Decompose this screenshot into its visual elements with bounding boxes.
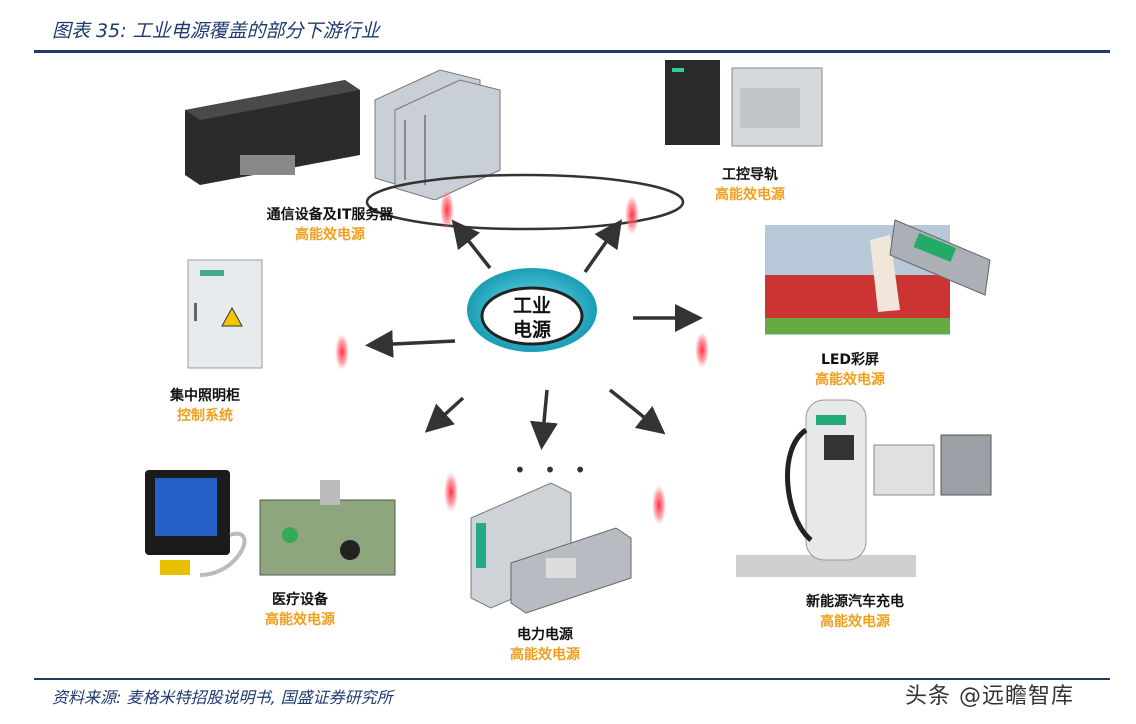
bottom-rule bbox=[34, 678, 1110, 680]
watermark: 头条 @远瞻智库 bbox=[905, 684, 1074, 709]
figure-title: 图表 35: 工业电源覆盖的部分下游行业 bbox=[52, 20, 380, 42]
center-line-1: 工业 bbox=[512, 295, 551, 317]
medical-device-image bbox=[145, 470, 396, 577]
node-telecom: 通信设备及IT服务器 高能效电源 bbox=[230, 205, 430, 245]
orbit-ellipse bbox=[365, 173, 685, 231]
source-note: 资料来源: 麦格米特招股说明书, 国盛证券研究所 bbox=[52, 688, 393, 707]
center-label: 工业 电源 bbox=[492, 294, 572, 342]
node-power-sub: 高能效电源 bbox=[510, 647, 580, 663]
node-power: 电力电源 高能效电源 bbox=[490, 625, 600, 665]
node-lighting: 集中照明柜 控制系统 bbox=[150, 386, 260, 426]
red-glow bbox=[652, 485, 666, 525]
node-rail: 工控导轨 高能效电源 bbox=[690, 165, 810, 205]
arrow-lighting bbox=[365, 330, 456, 358]
lighting-cabinet-image bbox=[187, 259, 263, 369]
node-led-name: LED彩屏 bbox=[820, 352, 880, 368]
power-supply-image bbox=[470, 482, 632, 614]
arrow-rail bbox=[583, 219, 623, 274]
node-ev-name: 新能源汽车充电 bbox=[806, 594, 904, 610]
node-medical: 医疗设备 高能效电源 bbox=[245, 590, 355, 630]
node-ev: 新能源汽车充电 高能效电源 bbox=[780, 592, 930, 632]
arrow-telecom bbox=[451, 219, 492, 270]
led-screen-image bbox=[765, 219, 991, 335]
top-rule bbox=[34, 50, 1110, 53]
node-telecom-sub: 高能效电源 bbox=[295, 227, 365, 243]
telecom-equipment-image bbox=[185, 69, 501, 200]
din-rail-power-image bbox=[665, 60, 823, 147]
node-led-sub: 高能效电源 bbox=[815, 372, 885, 388]
node-rail-sub: 高能效电源 bbox=[715, 187, 785, 203]
node-rail-name: 工控导轨 bbox=[722, 167, 778, 183]
ev-charger-image bbox=[736, 399, 992, 577]
node-telecom-name: 通信设备及IT服务器 bbox=[266, 207, 394, 223]
node-power-name: 电力电源 bbox=[517, 627, 573, 643]
more-ellipsis: • • • bbox=[514, 458, 593, 482]
red-glow bbox=[440, 190, 454, 230]
node-lighting-sub: 控制系统 bbox=[177, 408, 233, 424]
center-ellipse bbox=[480, 286, 584, 346]
arrow-medical bbox=[424, 396, 465, 433]
red-glow bbox=[695, 332, 709, 368]
red-glow bbox=[335, 334, 349, 370]
center-line-2: 电源 bbox=[512, 319, 551, 341]
node-medical-name: 医疗设备 bbox=[272, 592, 328, 608]
node-ev-sub: 高能效电源 bbox=[820, 614, 890, 630]
node-lighting-name: 集中照明柜 bbox=[170, 388, 240, 404]
arrow-power bbox=[530, 389, 558, 450]
red-glow bbox=[444, 472, 458, 512]
node-medical-sub: 高能效电源 bbox=[265, 612, 335, 628]
red-glow bbox=[625, 195, 639, 235]
arrow-ev bbox=[608, 388, 666, 435]
node-led: LED彩屏 高能效电源 bbox=[790, 350, 910, 390]
